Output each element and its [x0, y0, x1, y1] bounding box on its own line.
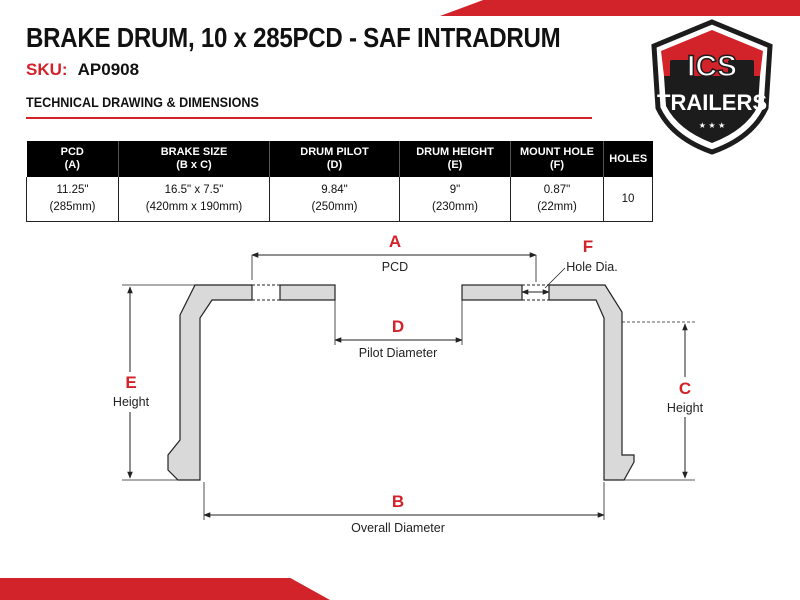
- cell-pcd: 11.25"(285mm): [26, 177, 119, 222]
- header-drum-pilot: DRUM PILOT(D): [269, 141, 400, 177]
- drum-right-wall: [548, 284, 635, 481]
- dim-d-label: Pilot Diameter: [359, 346, 438, 360]
- logo-dark-band: [664, 76, 760, 143]
- page-title: BRAKE DRUM, 10 x 285PCD - SAF INTRADRUM: [26, 22, 561, 53]
- bottom-red-accent: [0, 578, 330, 600]
- table-row: 11.25"(285mm) 16.5" x 7.5"(420mm x 190mm…: [26, 177, 653, 222]
- cell-drum-pilot: 9.84"(250mm): [269, 177, 400, 222]
- section-heading: TECHNICAL DRAWING & DIMENSIONS: [26, 94, 259, 110]
- header-drum-height: DRUM HEIGHT(E): [399, 141, 511, 177]
- logo-bottom-text: TRAILERS: [657, 90, 767, 115]
- cell-mount-hole: 0.87"(22mm): [510, 177, 604, 222]
- top-red-accent: [440, 0, 800, 16]
- header-holes: HOLES: [603, 141, 653, 177]
- sku-line: SKU: AP0908: [26, 60, 139, 80]
- header-brake-size: BRAKE SIZE(B x C): [118, 141, 270, 177]
- dim-e-letter: E: [125, 373, 136, 392]
- drum-left-flange: [279, 284, 336, 301]
- dim-f-leader: [544, 267, 566, 289]
- dim-c-label: Height: [667, 401, 704, 415]
- sku-label: SKU:: [26, 60, 68, 79]
- dim-b-label: Overall Diameter: [351, 521, 445, 535]
- dim-a-label: PCD: [382, 260, 408, 274]
- spec-table: PCD(A) BRAKE SIZE(B x C) DRUM PILOT(D) D…: [26, 141, 653, 222]
- dim-c-letter: C: [679, 379, 691, 398]
- dim-f-label: Hole Dia.: [566, 260, 617, 274]
- header-pcd: PCD(A): [26, 141, 119, 177]
- header-mount-hole: MOUNT HOLE(F): [510, 141, 604, 177]
- section-divider: [26, 117, 592, 119]
- dim-f-letter: F: [583, 237, 593, 256]
- dim-e-label-bg: [108, 372, 154, 412]
- logo-stars: ★ ★ ★: [699, 121, 726, 130]
- sku-value: AP0908: [77, 60, 140, 79]
- cell-drum-height: 9"(230mm): [399, 177, 511, 222]
- dim-c-label-bg: [662, 377, 708, 417]
- drum-left-wall: [167, 284, 253, 481]
- dim-b-letter: B: [392, 492, 404, 511]
- logo-top-text: ICS: [687, 50, 737, 83]
- ics-trailers-logo: ICS TRAILERS ★ ★ ★: [651, 19, 773, 155]
- dim-d-letter: D: [392, 317, 404, 336]
- dim-e-label: Height: [113, 395, 150, 409]
- drum-right-flange: [461, 284, 523, 301]
- dim-a-letter: A: [389, 232, 401, 251]
- cell-brake-size: 16.5" x 7.5"(420mm x 190mm): [118, 177, 270, 222]
- table-header-row: PCD(A) BRAKE SIZE(B x C) DRUM PILOT(D) D…: [26, 141, 653, 177]
- cell-holes: 10: [603, 177, 653, 222]
- truck-icon: [670, 60, 754, 87]
